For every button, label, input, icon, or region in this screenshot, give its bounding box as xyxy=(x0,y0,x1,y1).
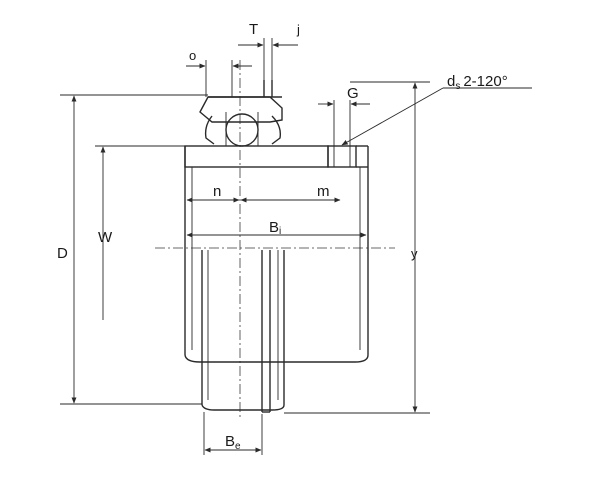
right-seal xyxy=(271,115,282,145)
label-D: D xyxy=(57,245,68,262)
body-outline xyxy=(184,80,369,413)
ball-and-seals xyxy=(204,112,282,147)
set-screw xyxy=(327,145,357,168)
label-m: m xyxy=(317,183,330,200)
label-Be: Be xyxy=(225,433,241,452)
left-seal xyxy=(204,115,215,145)
label-G: G xyxy=(347,85,359,102)
centerlines xyxy=(155,60,395,420)
label-j: j xyxy=(296,22,300,37)
inner-ring-section xyxy=(184,145,368,168)
outer-ring-section xyxy=(199,96,283,123)
ball xyxy=(225,113,259,147)
label-W: W xyxy=(98,229,113,246)
dimension-arrows xyxy=(71,42,532,453)
label-o: o xyxy=(189,48,196,63)
label-y: y xyxy=(411,246,418,261)
label-T: T xyxy=(249,21,258,38)
label-n: n xyxy=(213,183,221,200)
label-Bi: Bi xyxy=(269,219,281,237)
extension-lines xyxy=(60,38,430,455)
